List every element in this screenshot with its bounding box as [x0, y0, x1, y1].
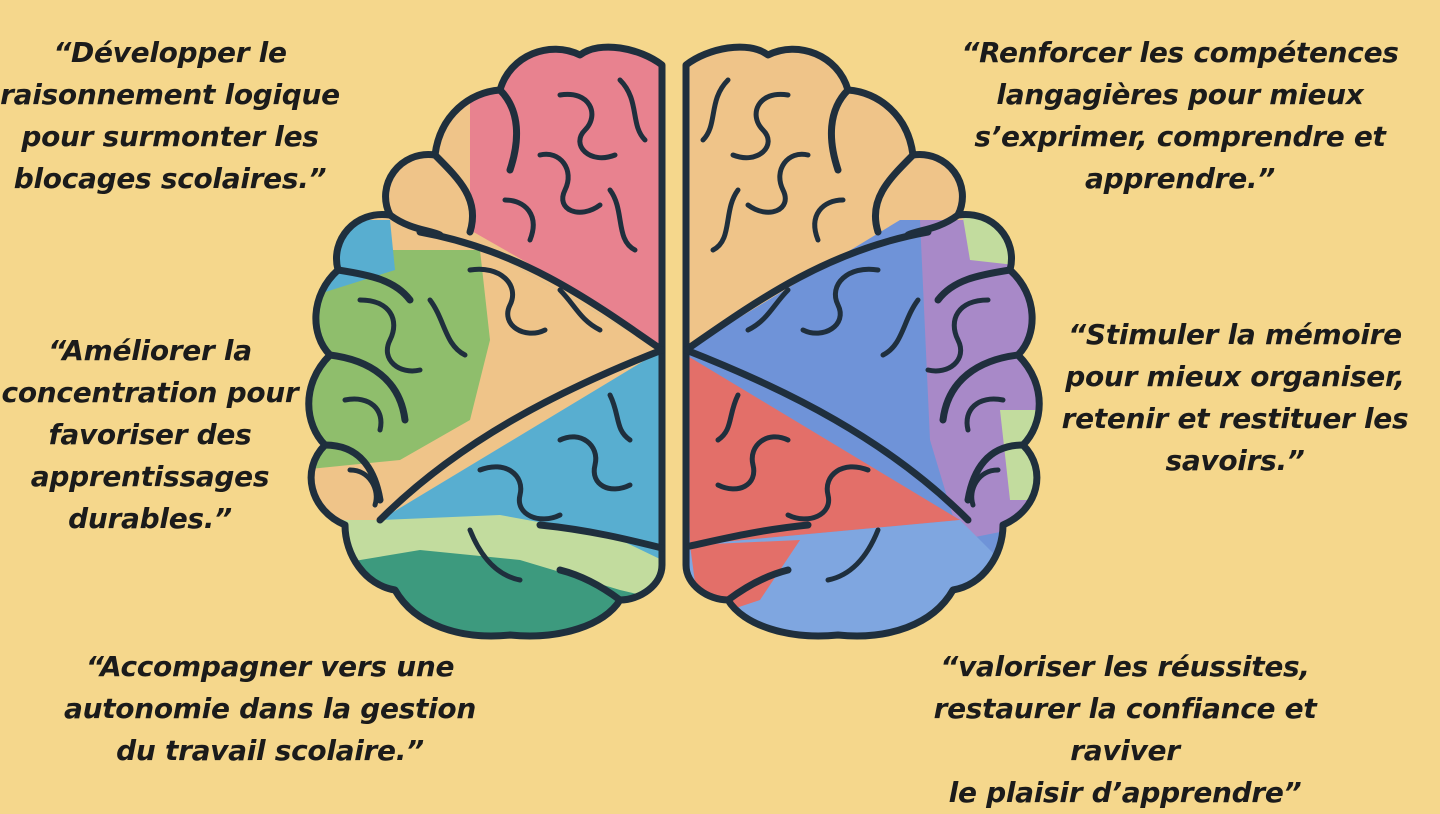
- quote-language-skills: “Renforcer les compétences langagières p…: [961, 36, 1399, 195]
- right-hemisphere: [686, 47, 1040, 636]
- quote-memory: “Stimuler la mémoire pour mieux organise…: [1061, 318, 1409, 477]
- quote-logical-reasoning: “Développer le raisonnement logique pour…: [0, 36, 340, 195]
- quote-confidence: “valoriser les réussites, restaurer la c…: [933, 650, 1317, 809]
- quote-concentration: “Améliorer la concentration pour favoris…: [1, 334, 299, 535]
- quote-autonomy: “Accompagner vers une autonomie dans la …: [63, 650, 476, 767]
